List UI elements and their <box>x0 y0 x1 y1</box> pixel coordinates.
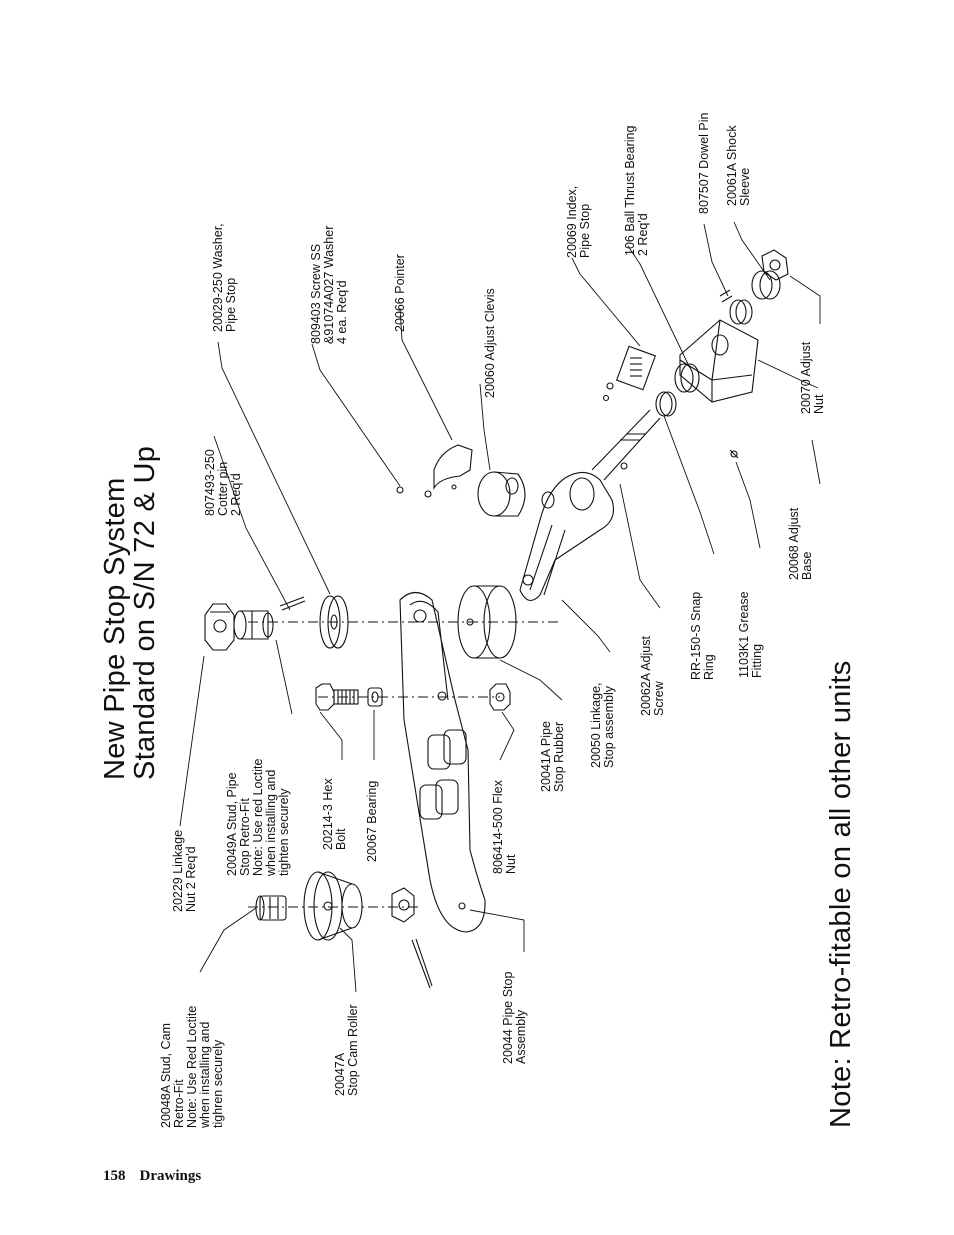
adjust-screw-part <box>591 409 661 481</box>
label-line: 20067 Bearing <box>365 780 379 862</box>
label-20068: 20068 Adjust Base <box>787 508 814 581</box>
label-20049A: 20049A Stud, Pipe Stop Retro-Fit Note: U… <box>225 759 291 876</box>
label-line: Nut 2 Req'd <box>184 846 198 912</box>
pipe-stop-plate <box>399 591 486 933</box>
label-line: Fitting <box>750 643 764 678</box>
stud-cam-part <box>255 895 287 921</box>
label-106: 106 Ball Thrust Bearing 2 Req'd <box>623 126 650 256</box>
label-line: 20060 Adjust Clevis <box>483 288 497 398</box>
axis-lines <box>248 621 560 908</box>
linkage-stop-assembly <box>519 471 615 601</box>
note-text: Note: Retro-fitable on all other units <box>825 660 857 1128</box>
label-20044: 20044 Pipe Stop Assembly <box>501 972 528 1064</box>
cam-roller-part <box>303 871 363 941</box>
label-line: tighten securely <box>277 788 291 876</box>
label-line: Nut <box>812 394 826 414</box>
pointer-part <box>396 444 473 498</box>
label-line: tighren securely <box>211 1039 225 1128</box>
page-number: 158 <box>103 1168 126 1184</box>
label-line: Sleeve <box>738 167 752 206</box>
pipe-stop-rubber-part <box>457 585 517 659</box>
grease-fitting-part <box>729 449 739 459</box>
shock-sleeve-part <box>751 249 789 300</box>
label-807507: 807507 Dowel Pin <box>697 112 711 214</box>
cotter-pin-left <box>411 938 433 989</box>
title-line-2: Standard on S/N 72 & Up <box>129 445 161 780</box>
leader-lines <box>179 221 821 993</box>
label-line: Stop assembly <box>602 686 616 768</box>
label-809403: 809403 Screw SS &91074A027 Washer 4 ea. … <box>309 226 349 344</box>
thrust-bearing-part <box>674 363 700 393</box>
label-20067: 20067 Bearing <box>365 780 379 862</box>
flex-nut-part <box>489 683 511 711</box>
bearing-part <box>367 687 383 707</box>
label-RR150: RR-150-S Snap Ring <box>689 592 716 680</box>
label-line: Pipe Stop <box>578 203 592 258</box>
label-20069: 20069 Index, Pipe Stop <box>565 186 592 258</box>
label-20029: 20029-250 Washer, Pipe Stop <box>211 223 238 332</box>
label-line: Base <box>800 551 814 581</box>
label-line: Nut <box>504 854 518 874</box>
label-line: Ring <box>702 654 716 680</box>
label-line: Assembly <box>514 1009 528 1064</box>
label-line: 20066 Pointer <box>393 254 407 332</box>
page-title: New Pipe Stop System Standard on S/N 72 … <box>99 445 161 780</box>
label-20214: 20214-3 Hex Bolt <box>321 778 348 850</box>
label-807493: 807493-250 Cotter pin 2 Req'd <box>203 449 243 516</box>
stud-pipe-stop-part <box>233 610 274 640</box>
label-line: 4 ea. Req'd <box>335 280 349 344</box>
label-1103K1: 1103K1 Grease Fitting <box>737 591 764 678</box>
label-20062A: 20062A Adjust Screw <box>639 636 666 716</box>
label-20050: 20050 Linkage, Stop assembly <box>589 683 616 769</box>
label-line: Pipe Stop <box>224 277 238 332</box>
label-line: 2 Req'd <box>229 473 243 516</box>
page-footer: 158 Drawings <box>103 1168 215 1185</box>
retrofit-note: Note: Retro-fitable on all other units <box>825 660 857 1128</box>
label-line: 807507 Dowel Pin <box>697 112 711 214</box>
linkage-nut-top <box>204 603 235 651</box>
label-20070: 20070 Adjust Nut <box>799 342 826 414</box>
label-line: Screw <box>652 681 666 716</box>
label-20066: 20066 Pointer <box>393 254 407 332</box>
label-20061A: 20061A Shock Sleeve <box>725 125 752 206</box>
label-20060: 20060 Adjust Clevis <box>483 288 497 398</box>
hex-bolt-part <box>315 683 359 711</box>
adjust-base-part <box>679 319 759 403</box>
label-line: Stop Rubber <box>552 721 566 792</box>
label-line: Bolt <box>334 828 348 850</box>
label-line: Stop Cam Roller <box>346 1004 360 1096</box>
linkage-nut-left <box>391 887 415 923</box>
adjust-clevis-part <box>477 471 526 517</box>
label-806414: 806414-500 Flex Nut <box>491 780 518 874</box>
adjust-nut-part <box>719 289 753 325</box>
snap-ring-part <box>655 391 677 417</box>
label-line: 2 Req'd <box>636 213 650 256</box>
label-20047A: 20047A Stop Cam Roller <box>333 1004 360 1096</box>
title-line-1: New Pipe Stop System <box>99 477 131 780</box>
label-20041A: 20041A Pipe Stop Rubber <box>539 721 566 792</box>
index-part <box>602 345 657 402</box>
label-20048A: 20048A Stud, Cam Retro-Fit Note: Use Red… <box>159 1006 225 1128</box>
cotter-pin-top <box>279 596 306 611</box>
label-20229: 20229 Linkage Nut 2 Req'd <box>171 830 198 912</box>
section-name: Drawings <box>139 1168 202 1184</box>
washer-part <box>319 595 349 649</box>
